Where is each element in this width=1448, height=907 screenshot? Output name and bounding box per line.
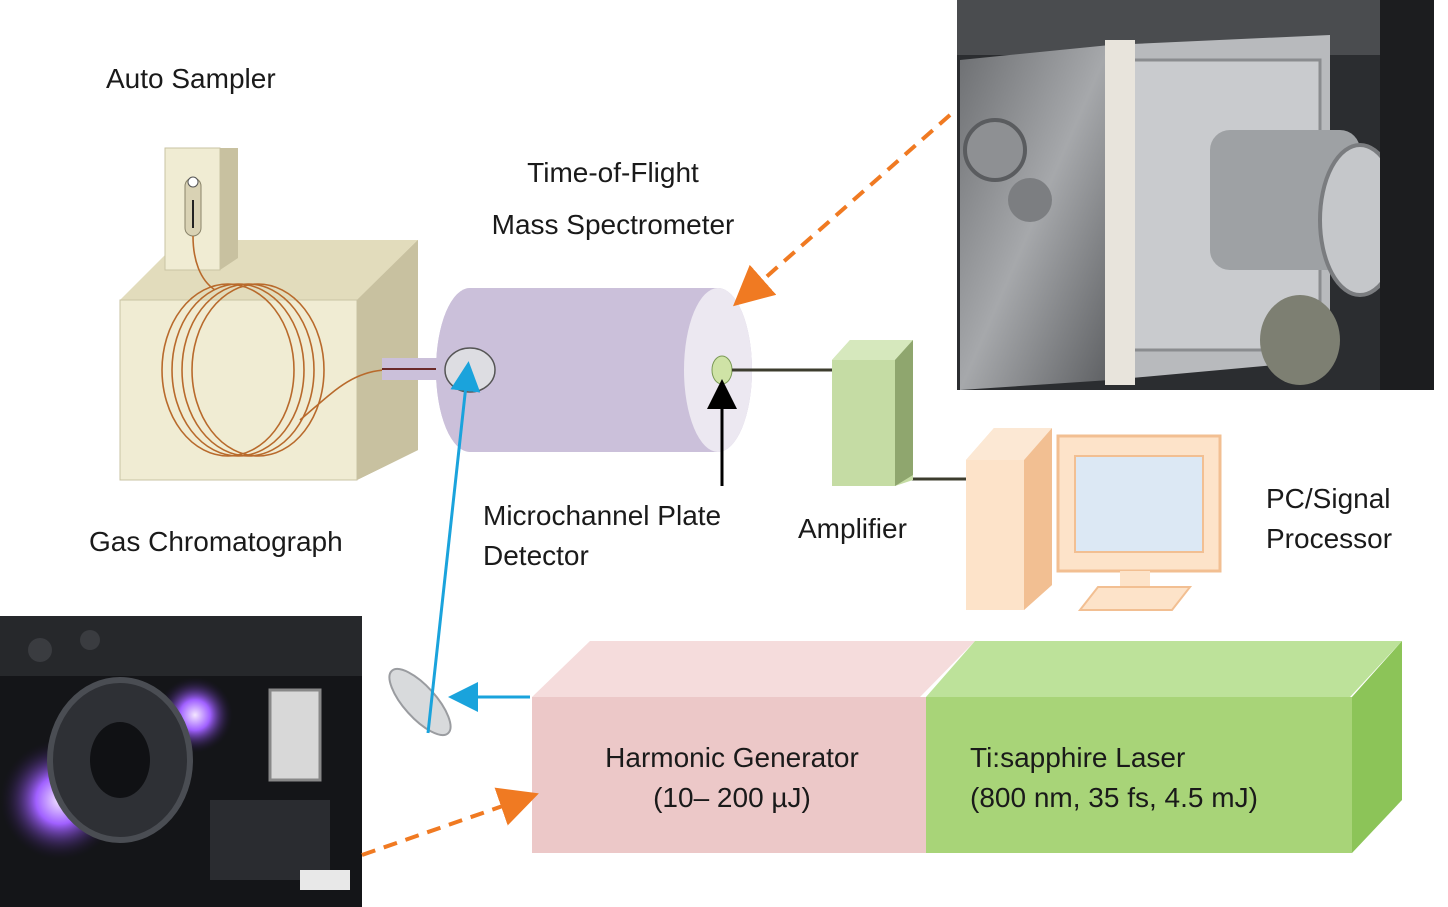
laser-beam-to-tof — [426, 361, 481, 734]
pc-computer — [966, 428, 1222, 611]
laser-label-line2: (800 nm, 35 fs, 4.5 mJ) — [970, 782, 1258, 813]
tof-label-line1: Time-of-Flight — [527, 157, 699, 188]
mirror-optic — [388, 668, 452, 736]
capillary-coil — [161, 235, 386, 457]
gas-chromatograph — [119, 147, 438, 481]
pc-label-line1: PC/Signal — [1266, 483, 1391, 514]
optics-bench-photo — [0, 616, 362, 907]
harmonic-label-line1: Harmonic Generator — [605, 742, 859, 773]
laser-label-line1: Ti:sapphire Laser — [970, 742, 1185, 773]
amplifier-box — [832, 340, 913, 486]
pc-label-line2: Processor — [1266, 523, 1392, 554]
mcp-label-line2: Detector — [483, 540, 589, 571]
vacuum-chamber-photo — [957, 0, 1434, 390]
photo-callout-arrow-bottom — [361, 787, 539, 857]
harmonic-generator-box — [532, 641, 975, 853]
gas-chromatograph-label: Gas Chromatograph — [89, 526, 343, 557]
tof-label-line2: Mass Spectrometer — [492, 209, 735, 240]
amplifier-label: Amplifier — [798, 513, 907, 544]
ti-sapphire-laser-box — [926, 641, 1402, 853]
mcp-label-line1: Microchannel Plate — [483, 500, 721, 531]
auto-sampler-label: Auto Sampler — [106, 63, 276, 94]
tof-mass-spectrometer — [436, 288, 752, 452]
photo-callout-arrow-top — [732, 113, 952, 307]
mcp-detector-disc — [711, 355, 733, 385]
harmonic-label-line2: (10– 200 µJ) — [653, 782, 811, 813]
